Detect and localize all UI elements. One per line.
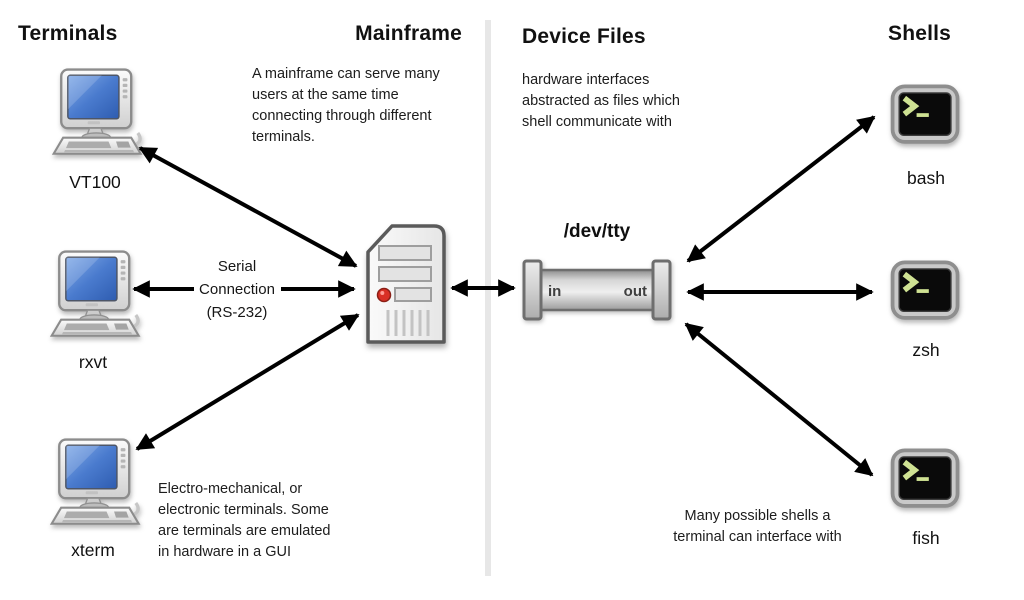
terminal-label-rxvt: rxvt [78,352,108,372]
device-file-pipe-icon: in out [522,259,672,321]
section-divider [485,20,491,576]
shell-label-bash: bash [907,168,945,188]
pipe-in-label: in [548,283,561,300]
arrow-vt100-mainframe [138,146,358,268]
pipe-out-label: out [624,283,647,300]
header-shells: Shells [888,22,952,45]
arrow-xterm-mainframe [135,313,360,451]
shell-icon-bash [890,84,962,148]
note-device-files: hardware interfaces abstracted as files … [522,72,680,130]
mainframe-tower-icon [366,224,446,344]
note-terminals: Electro-mechanical, or electronic termin… [158,481,331,560]
terminal-label-xterm: xterm [71,540,115,560]
shell-label-fish: fish [912,528,940,548]
shell-icon-fish [890,448,962,512]
arrow-pipe-fish [684,322,874,477]
terminal-computer-icon-vt100 [48,66,152,164]
arrow-pipe-bash [686,115,876,263]
pipe-right-cap [651,259,672,321]
shell-label-zsh: zsh [912,340,940,360]
terminal-label-vt100: VT100 [69,172,121,192]
serial-connection-label: Serial Connection (RS-232) [199,258,275,321]
header-terminals: Terminals [18,22,118,45]
terminal-computer-icon-xterm [46,436,150,534]
pipe-left-cap [522,259,543,321]
terminal-computer-icon-rxvt [46,248,150,346]
header-device-files: Device Files [522,25,646,48]
header-mainframe: Mainframe [355,22,462,45]
note-shells: Many possible shells a terminal can inte… [673,508,842,545]
device-file-path-label: /dev/tty [563,221,631,242]
vent-lines [386,310,430,336]
power-led [376,287,392,303]
shell-icon-zsh [890,260,962,324]
note-mainframe: A mainframe can serve many users at the … [252,66,440,145]
